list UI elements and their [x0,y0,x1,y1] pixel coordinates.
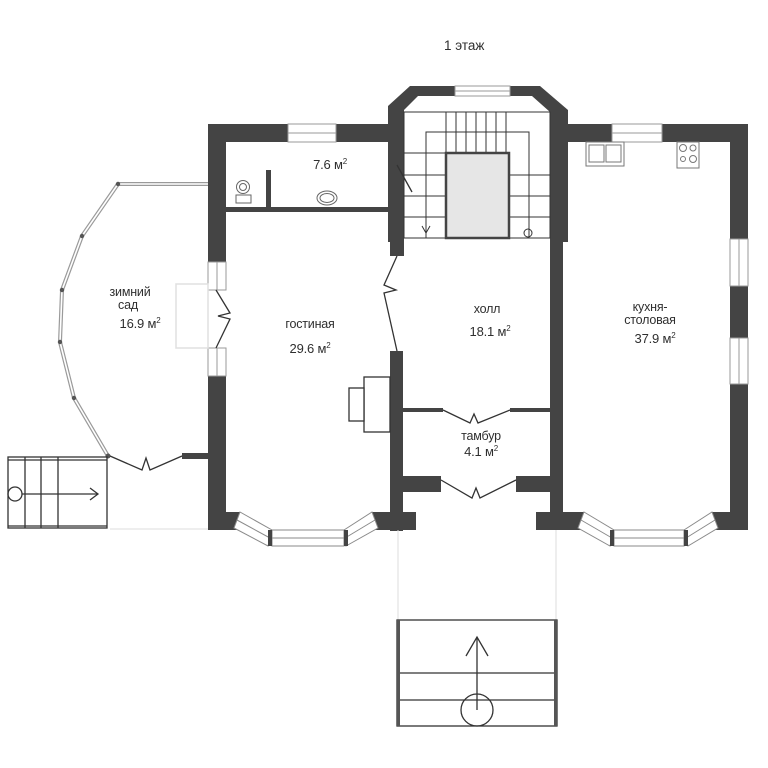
garden-door-icon [109,455,183,471]
windows [207,85,749,385]
entrance-steps-icon [396,619,558,727]
walls [208,86,748,531]
room-label-living-room: гостиная 29.6 м2 [270,317,350,357]
toilet-icon [235,180,252,204]
room-area: 37.9 м2 [634,331,676,347]
kitchen-bay-window [577,511,719,547]
room-area: 29.6 м2 [289,341,331,357]
washbasin-icon [316,190,338,206]
room-name: зимний [109,285,151,299]
room-name: сад [118,298,138,313]
room-name: тамбур [461,429,501,443]
room-name: гостиная [285,317,335,331]
room-name: столовая [624,313,676,328]
room-label-bathroom: 7.6 м2 [300,153,360,172]
room-label-vestibule: тамбур 4.1 м2 [446,429,516,460]
room-name: кухня- [632,300,668,314]
stove-icon [676,141,700,169]
room-label-hall: холл 18.1 м2 [450,302,530,340]
room-name: холл [473,302,501,316]
side-steps-icon [7,456,108,529]
room-area: 7.6 м2 [313,157,347,172]
fireplace-icon [348,376,391,433]
room-area: 4.1 м2 [464,444,498,460]
stairwell-void [444,151,511,240]
living-bay-window [233,511,379,547]
room-area: 18.1 м2 [469,324,511,340]
double-sink-icon [585,141,625,167]
room-label-kitchen-dining: кухня- столовая 37.9 м2 [615,300,695,347]
glazing-posts-icon [57,181,121,459]
room-label-winter-garden: зимний сад 16.9 м2 [100,285,180,332]
floor-title: 1 этаж [444,38,485,53]
room-area: 16.9 м2 [119,316,161,332]
